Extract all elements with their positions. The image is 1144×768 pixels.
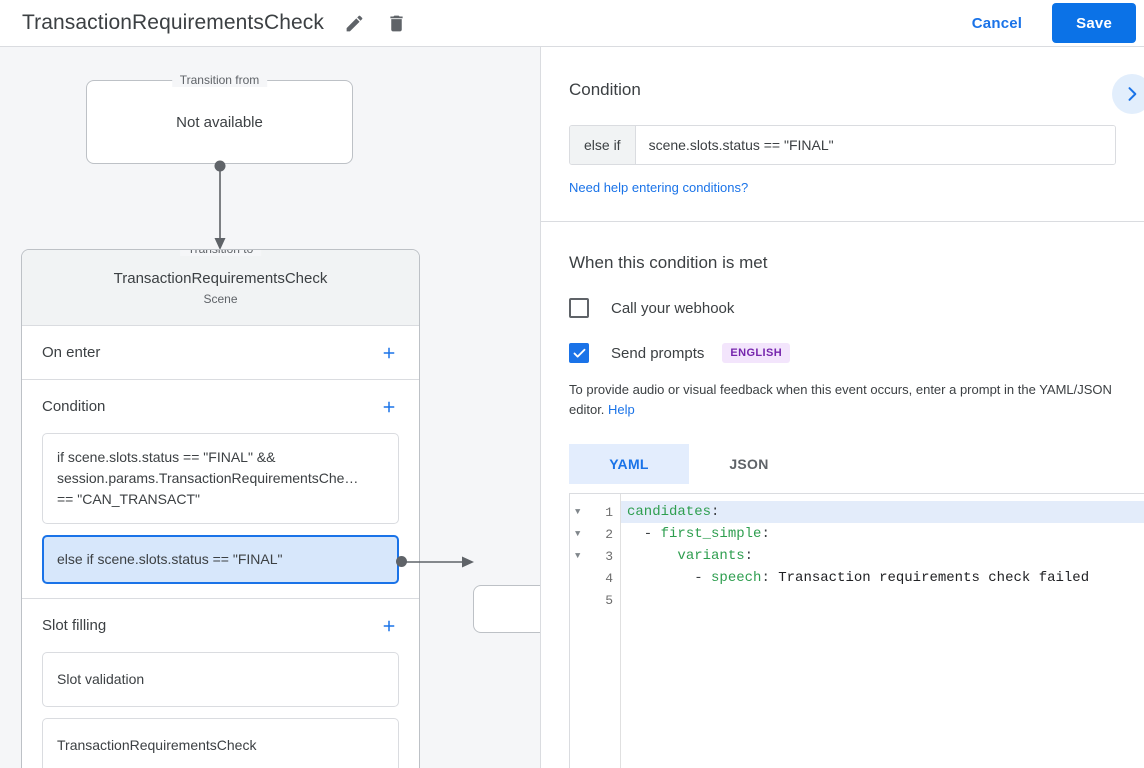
condition-heading: Condition — [569, 80, 641, 99]
webhook-checkbox[interactable] — [569, 298, 589, 318]
editor-line-number: ▼2 — [570, 523, 620, 545]
code-token: variants — [677, 548, 745, 564]
editor-format-tabs: YAML JSON — [569, 444, 1116, 484]
editor-code-line[interactable]: variants: — [621, 545, 1144, 567]
section-on-enter: On enter — [22, 326, 419, 380]
condition-item-0-line-0: if scene.slots.status == "FINAL" && — [57, 449, 276, 465]
condition-section: Condition else if Need help entering con… — [541, 47, 1144, 197]
trash-icon[interactable] — [381, 8, 411, 38]
editor-code-line[interactable]: candidates: — [621, 501, 1144, 523]
connector-dot — [396, 556, 407, 567]
condition-item-0-line-1: session.params.TransactionRequirementsCh… — [57, 470, 359, 486]
language-badge: ENGLISH — [722, 343, 791, 363]
section-on-enter-title: On enter — [42, 344, 101, 361]
editor-code-line[interactable] — [621, 589, 1144, 611]
editor-line-number: 5 — [570, 589, 620, 611]
scene-type: Scene — [203, 291, 238, 306]
section-slot-filling: Slot filling Slot validation Transaction… — [22, 599, 419, 768]
section-condition: Condition if scene.slots.status == "FINA… — [22, 380, 419, 599]
add-condition-icon[interactable] — [377, 395, 401, 419]
pencil-icon[interactable] — [339, 8, 369, 38]
editor-code-area[interactable]: candidates: - first_simple: variants: - … — [621, 494, 1144, 768]
code-token: first_simple — [660, 526, 762, 542]
condition-help-link[interactable]: Need help entering conditions? — [569, 180, 749, 195]
fold-arrow-icon[interactable]: ▼ — [575, 528, 581, 539]
fold-arrow-icon[interactable]: ▼ — [575, 550, 581, 561]
code-token — [627, 548, 677, 564]
editor-line-number: ▼3 — [570, 545, 620, 567]
edge-condition-to-stub — [404, 556, 474, 568]
when-condition-met-section: When this condition is met Call your web… — [541, 222, 1144, 484]
help-link[interactable]: Help — [608, 402, 635, 417]
node-stub-target[interactable] — [473, 585, 540, 633]
fold-arrow-icon[interactable]: ▼ — [575, 506, 581, 517]
flow-canvas[interactable]: Transition from Not available Transition… — [0, 47, 540, 768]
condition-item-1-line-0: else if scene.slots.status == "FINAL" — [57, 551, 283, 567]
section-condition-title: Condition — [42, 398, 106, 415]
page-title: TransactionRequirementsCheck — [22, 11, 324, 34]
line-number-value: 3 — [605, 548, 613, 564]
details-panel: Condition else if Need help entering con… — [540, 47, 1144, 768]
section-condition-header: Condition — [22, 380, 419, 433]
webhook-label: Call your webhook — [611, 299, 735, 317]
code-token: - — [627, 526, 661, 542]
send-prompts-checkbox[interactable] — [569, 343, 589, 363]
section-on-enter-header: On enter — [22, 326, 419, 379]
webhook-checkbox-row[interactable]: Call your webhook — [569, 298, 1116, 318]
line-number-value: 2 — [605, 526, 613, 542]
editor-line-number: ▼1 — [570, 501, 620, 523]
node-transition-from[interactable]: Transition from Not available — [86, 73, 353, 164]
section-slot-filling-title: Slot filling — [42, 617, 107, 634]
code-token: speech — [711, 570, 762, 586]
node-transition-from-legend: Transition from — [171, 73, 268, 87]
edge-from-to — [214, 160, 226, 250]
code-token: Transaction requirements check failed — [778, 570, 1090, 586]
tab-json[interactable]: JSON — [729, 456, 769, 472]
editor-code-line[interactable]: - first_simple: — [621, 523, 1144, 545]
cancel-button[interactable]: Cancel — [960, 7, 1034, 40]
condition-item-0-line-2: == "CAN_TRANSACT" — [57, 491, 200, 507]
code-token: : — [761, 526, 770, 542]
condition-expression-input[interactable] — [635, 126, 1115, 164]
editor-code-line[interactable]: - speech: Transaction requirements check… — [621, 567, 1144, 589]
condition-input-row[interactable]: else if — [569, 125, 1116, 165]
code-token: candidates — [627, 504, 712, 520]
condition-prefix-label: else if — [570, 126, 636, 164]
chevron-right-icon[interactable] — [1112, 74, 1144, 114]
add-slot-filling-icon[interactable] — [377, 614, 401, 638]
line-number-value: 1 — [605, 504, 613, 520]
send-prompts-label: Send prompts — [611, 344, 705, 362]
code-token: : — [761, 570, 779, 586]
send-prompts-checkbox-row[interactable]: Send prompts ENGLISH — [569, 343, 1116, 363]
add-on-enter-icon[interactable] — [377, 341, 401, 365]
when-met-heading: When this condition is met — [569, 253, 768, 272]
code-token: : — [744, 548, 754, 564]
app-header: TransactionRequirementsCheck Cancel Save — [0, 0, 1144, 47]
code-token: - — [627, 570, 712, 586]
send-prompts-help-text: To provide audio or visual feedback when… — [569, 380, 1116, 420]
line-number-value: 4 — [605, 570, 613, 586]
node-transition-to-legend: Transition to — [179, 250, 262, 256]
editor-line-number: 4 — [570, 567, 620, 589]
save-button[interactable]: Save — [1052, 3, 1136, 43]
scene-name: TransactionRequirementsCheck — [113, 269, 328, 287]
tab-yaml[interactable]: YAML — [569, 444, 689, 484]
slot-filling-item-0[interactable]: Slot validation — [42, 652, 399, 707]
scene-header: TransactionRequirementsCheck Scene — [22, 250, 419, 326]
condition-item-0[interactable]: if scene.slots.status == "FINAL" && sess… — [42, 433, 399, 524]
condition-item-1[interactable]: else if scene.slots.status == "FINAL" — [42, 535, 399, 584]
line-number-value: 5 — [605, 592, 613, 608]
help-text-body: To provide audio or visual feedback when… — [569, 382, 1112, 417]
node-transition-from-value: Not available — [176, 113, 263, 131]
slot-filling-item-1[interactable]: TransactionRequirementsCheck — [42, 718, 399, 768]
node-transition-to[interactable]: Transition to TransactionRequirementsChe… — [21, 249, 420, 768]
panel-divider — [541, 221, 1144, 222]
code-token: : — [711, 504, 720, 520]
section-slot-filling-header: Slot filling — [22, 599, 419, 652]
